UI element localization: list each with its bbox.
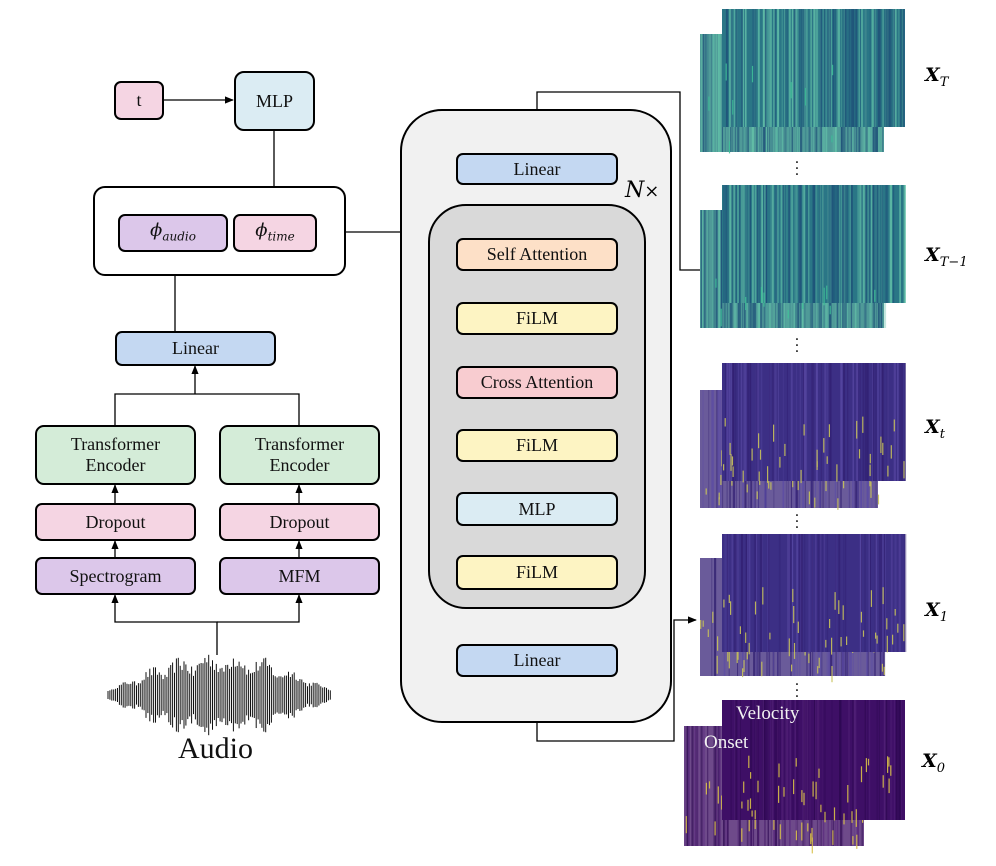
dropout-right-box: Dropout [219,503,380,541]
phi-time-box: ϕtime [233,214,317,252]
sample-label-xT-minus-1: XT−1 [925,244,968,270]
mfm-box: MFM [219,557,380,595]
dropout-left-label: Dropout [85,511,146,532]
phi-audio-symbol: ϕaudio [150,220,196,244]
self-attention-label: Self Attention [486,244,588,265]
film-1-box: FiLM [456,302,618,335]
sample-label-x1: X1 [925,599,949,625]
audio-label: Audio [178,732,253,765]
ellipsis-4: ··· [794,677,800,705]
audio-waveform-icon [107,654,331,736]
core-linear-out-label: Linear [513,650,561,671]
core-linear-out-box: Linear [456,644,618,677]
encoder-right-label: Transformer Encoder [254,434,345,475]
sample-label-xt: Xt [925,416,945,442]
sample-card-0-front [722,9,905,127]
phi-time-symbol: ϕtime [255,220,295,244]
phi-audio-box: ϕaudio [118,214,228,252]
sample-card-1-front [722,185,906,310]
ellipsis-2: ··· [794,332,800,360]
sample-card-3-front [722,534,907,659]
cross-attention-label: Cross Attention [480,372,594,393]
core-linear-in-box: Linear [456,153,618,185]
sample-card-4-front [722,700,905,827]
cross-attention-box: Cross Attention [456,366,618,399]
velocity-label: Velocity [736,703,800,724]
sample-label-xT: XT [925,64,949,90]
time-input-label: t [136,90,142,111]
core-inner-panel [428,204,646,609]
film-2-label: FiLM [515,435,558,456]
time-mlp-box: MLP [234,71,315,131]
ellipsis-1: ··· [794,155,800,183]
encoder-left-label: Transformer Encoder [70,434,161,475]
dropout-right-label: Dropout [269,511,330,532]
time-mlp-label: MLP [255,90,293,111]
film-3-box: FiLM [456,555,618,590]
film-2-box: FiLM [456,429,618,462]
core-mlp-box: MLP [456,492,618,526]
sample-label-x0: X0 [922,750,946,776]
sample-card-2-front [722,363,906,484]
self-attention-box: Self Attention [456,238,618,271]
repeat-count-label: N× [625,178,660,203]
core-linear-in-label: Linear [513,158,561,179]
encoder-right-box: Transformer Encoder [219,425,380,485]
spectrogram-box: Spectrogram [35,557,196,595]
spectrogram-label: Spectrogram [69,565,162,586]
mfm-label: MFM [278,565,321,586]
audio-linear-box: Linear [115,331,276,366]
ellipsis-3: ··· [794,508,800,536]
core-mlp-label: MLP [518,498,556,519]
onset-label: Onset [704,732,749,753]
dropout-left-box: Dropout [35,503,196,541]
film-3-label: FiLM [515,562,558,583]
time-input-box: t [114,81,164,120]
encoder-left-box: Transformer Encoder [35,425,196,485]
film-1-label: FiLM [515,308,558,329]
audio-linear-label: Linear [172,338,219,359]
